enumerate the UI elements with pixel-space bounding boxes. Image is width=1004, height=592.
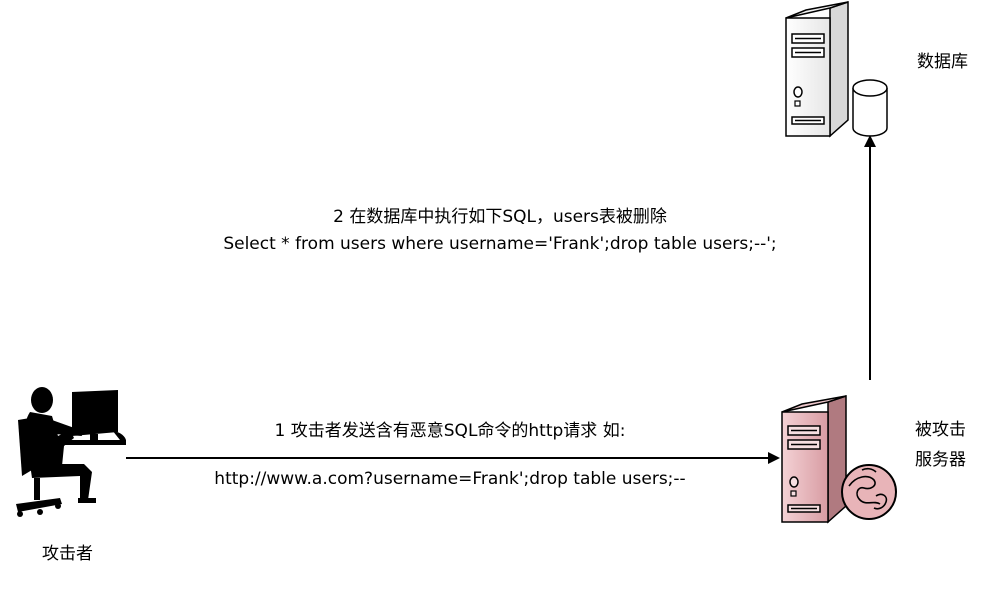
server-label-line2: 服务器 bbox=[915, 450, 966, 470]
step1-url: http://www.a.com?username=Frank';drop ta… bbox=[214, 469, 686, 489]
database-cylinder-icon bbox=[852, 79, 888, 137]
step2-sql: Select * from users where username='Fran… bbox=[223, 234, 777, 254]
step2-title: 2 在数据库中执行如下SQL，users表被删除 bbox=[333, 207, 667, 227]
attacker-label: 攻击者 bbox=[42, 544, 93, 564]
globe-icon bbox=[841, 464, 897, 520]
step1-title: 1 攻击者发送含有恶意SQL命令的http请求 如: bbox=[274, 421, 626, 441]
attacker-silhouette-icon bbox=[16, 387, 126, 517]
database-server-icon bbox=[785, 0, 849, 138]
server-label-line1: 被攻击 bbox=[915, 420, 966, 440]
database-label: 数据库 bbox=[917, 52, 968, 72]
attacked-server-icon bbox=[781, 394, 847, 524]
